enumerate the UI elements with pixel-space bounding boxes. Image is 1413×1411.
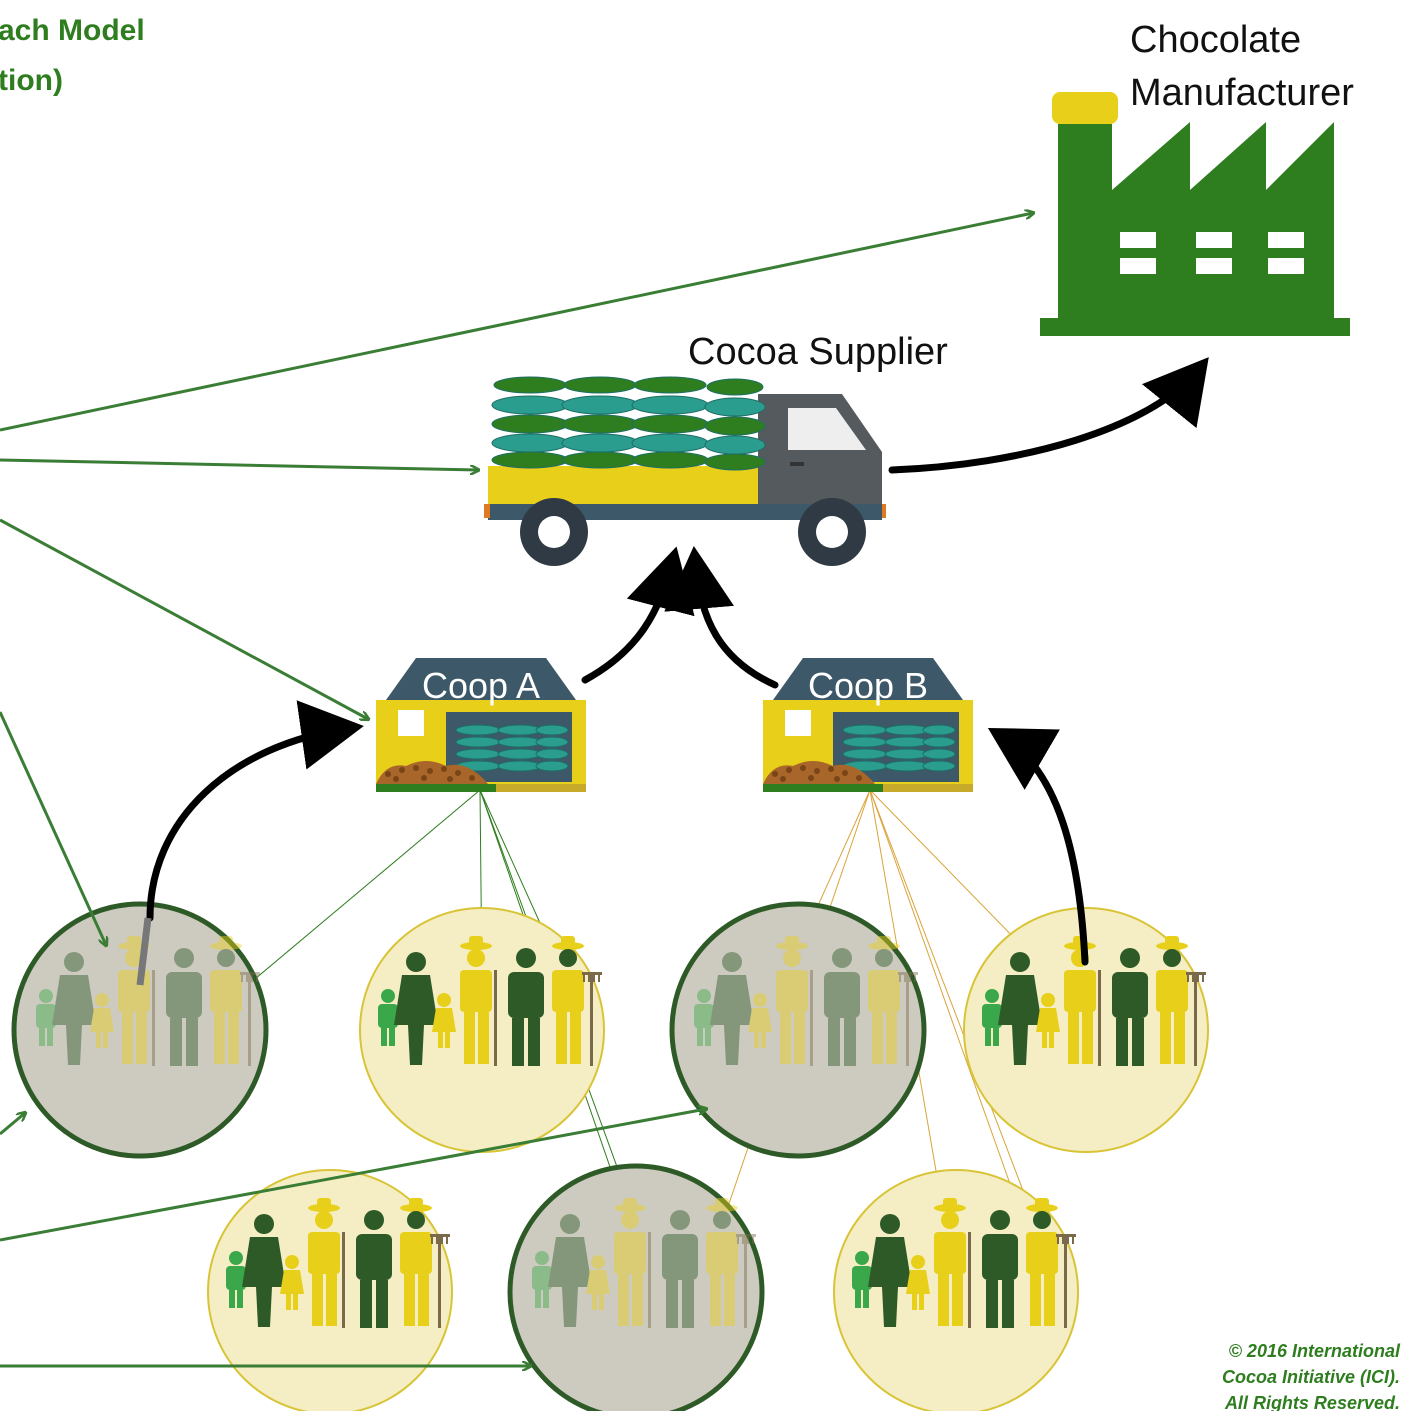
coop-a-label: Coop A — [422, 665, 540, 706]
engagement-arrows — [0, 213, 1033, 1366]
truck-icon — [484, 376, 886, 566]
faded-arrow-tail — [136, 917, 152, 986]
supply-flow-arrows — [146, 357, 1209, 966]
coop-b-label: Coop B — [808, 665, 928, 706]
coop-a: Coop A — [375, 657, 587, 793]
copyright-line-2: Cocoa Initiative (ICI). — [1222, 1367, 1400, 1387]
factory-icon — [1040, 92, 1350, 336]
farm-household-circle — [833, 1169, 1079, 1411]
manufacturer-label-line-1: Chocolate — [1130, 19, 1301, 61]
farm-household-circle — [669, 901, 927, 1159]
copyright-line-1: © 2016 International — [1229, 1341, 1401, 1361]
title-line-1: ach Model — [0, 14, 145, 47]
copyright: © 2016 International Cocoa Initiative (I… — [1222, 1341, 1401, 1411]
farm-households — [11, 901, 1209, 1411]
manufacturer-label-line-2: Manufacturer — [1130, 72, 1354, 114]
title-line-2: tion) — [0, 64, 63, 97]
coop-b: Coop B — [762, 657, 974, 793]
supplier: Cocoa Supplier — [484, 331, 948, 566]
farm-household-circle — [11, 901, 269, 1159]
farm-household-circle — [359, 907, 605, 1153]
farm-household-circle — [963, 907, 1209, 1153]
farm-household-circle — [507, 1163, 765, 1411]
farm-household-circle — [207, 1169, 453, 1411]
copyright-line-3: All Rights Reserved. — [1224, 1393, 1400, 1411]
diagram-title: ach Model tion) — [0, 14, 145, 97]
manufacturer: Chocolate Manufacturer — [1040, 19, 1354, 336]
supplier-label: Cocoa Supplier — [688, 331, 948, 373]
